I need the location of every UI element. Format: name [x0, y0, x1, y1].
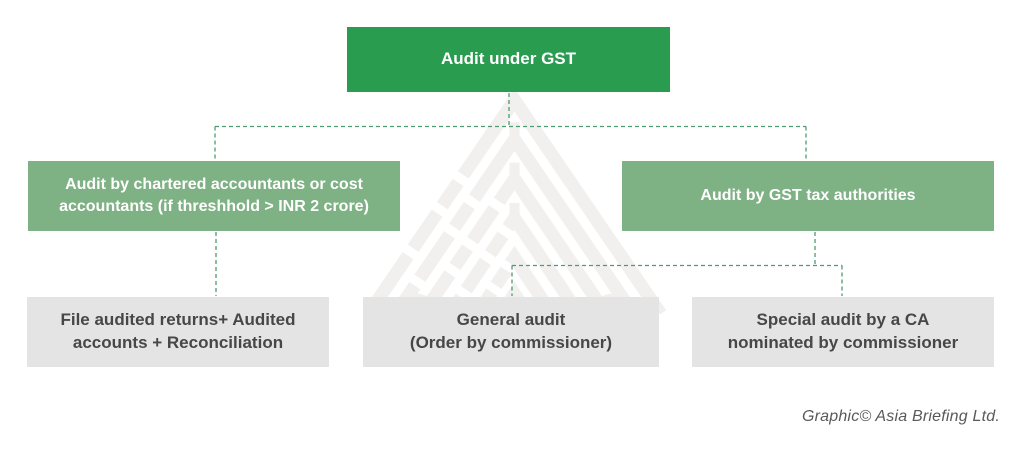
node-label-line2: accounts + Reconciliation [72, 333, 284, 352]
graphic-credit: Graphic© Asia Briefing Ltd. [801, 408, 1000, 425]
node-audit-by-gst-tax-authorities: Audit by GST tax authorities [622, 161, 994, 231]
node-label-line2: nominated by commissioner [727, 333, 959, 352]
node-label: Audit under GST [440, 49, 577, 69]
node-label: Audit by GST tax authorities [700, 187, 916, 205]
node-label-line1: Audit by chartered accountants or cost [65, 176, 363, 194]
node-label-line1: General audit [456, 310, 566, 330]
node-special-audit: Special audit by a CA nominated by commi… [692, 297, 994, 367]
node-label-line2: (Order by commissioner) [409, 333, 613, 352]
node-audit-by-chartered-accountants: Audit by chartered accountants or cost a… [28, 161, 400, 231]
node-general-audit: General audit (Order by commissioner) [363, 297, 659, 367]
node-file-audited-returns: File audited returns+ Audited accounts +… [27, 297, 329, 367]
node-audit-under-gst: Audit under GST [347, 27, 670, 92]
node-label-line1: Special audit by a CA [756, 310, 930, 330]
node-label-line1: File audited returns+ Audited [60, 310, 296, 330]
node-label-line2: accountants (if threshhold > INR 2 crore… [59, 198, 369, 215]
